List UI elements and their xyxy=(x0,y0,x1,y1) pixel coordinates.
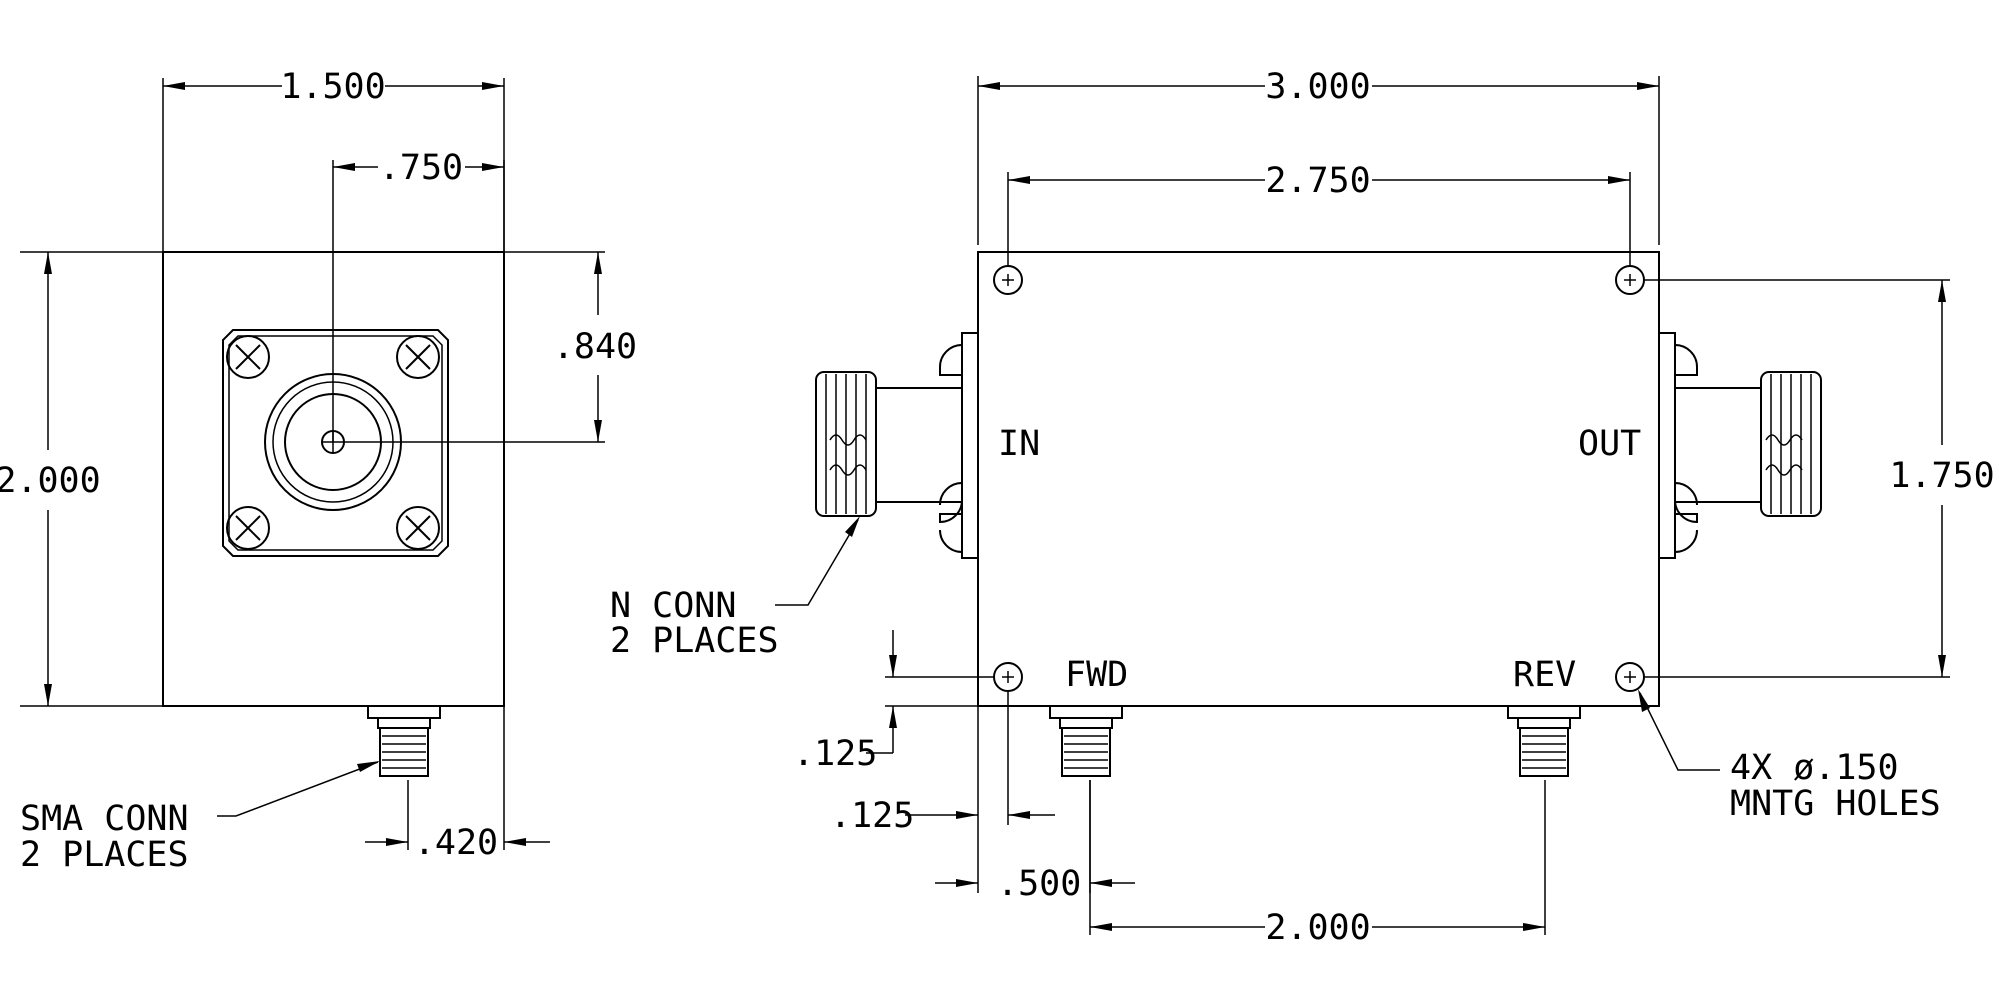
screw-icon xyxy=(396,335,440,379)
mounting-holes-label-line2: MNTG HOLES xyxy=(1730,784,1941,824)
dim-1750-label: 1.750 xyxy=(1889,456,1994,496)
n-conn-label-line2: 2 PLACES xyxy=(610,621,779,661)
top-view-housing xyxy=(977,251,1660,707)
mounting-hole-icon xyxy=(1615,662,1645,692)
mounting-hole-icon xyxy=(1615,265,1645,295)
dim-840-label: .840 xyxy=(553,327,637,367)
dim-500-label: .500 xyxy=(997,864,1081,904)
dim-2000-port-spacing-label: 2.000 xyxy=(1265,908,1370,948)
dim-2750-label: 2.750 xyxy=(1265,161,1370,201)
dim-3000-label: 3.000 xyxy=(1265,67,1370,107)
mounting-hole-icon xyxy=(993,265,1023,295)
top-view: IN OUT FWD REV 3.000 2.750 1.750 xyxy=(610,67,1995,948)
n-connector-front-icon xyxy=(222,329,449,557)
dim-125-horizontal-label: .125 xyxy=(830,796,914,836)
in-port-label: IN xyxy=(998,424,1040,464)
dim-750-label: .750 xyxy=(379,148,463,188)
out-port-label: OUT xyxy=(1578,424,1641,464)
screw-icon xyxy=(226,335,270,379)
screw-icon xyxy=(396,506,440,550)
end-view: 1.500 .750 2.000 .840 .420 xyxy=(0,67,637,875)
rev-port-label: REV xyxy=(1513,655,1576,695)
sma-conn-label-line2: 2 PLACES xyxy=(20,835,189,875)
dim-2000-height-label: 2.000 xyxy=(0,461,101,501)
sma-connector-fwd-icon xyxy=(1049,705,1123,777)
screw-icon xyxy=(226,506,270,550)
n-connector-in-icon xyxy=(815,332,979,559)
sma-conn-label-line1: SMA CONN xyxy=(20,799,189,839)
n-connector-out-icon xyxy=(1658,332,1822,559)
dim-1500-label: 1.500 xyxy=(280,67,385,107)
fwd-port-label: FWD xyxy=(1065,655,1128,695)
mounting-hole-icon xyxy=(993,662,1023,692)
dim-125-vertical-label: .125 xyxy=(793,734,877,774)
sma-connector-side-icon xyxy=(367,705,441,777)
dim-420-label: .420 xyxy=(414,823,498,863)
mounting-holes-label-line1: 4X ø.150 xyxy=(1730,748,1899,788)
n-conn-label-line1: N CONN xyxy=(610,586,736,626)
sma-connector-rev-icon xyxy=(1507,705,1581,777)
